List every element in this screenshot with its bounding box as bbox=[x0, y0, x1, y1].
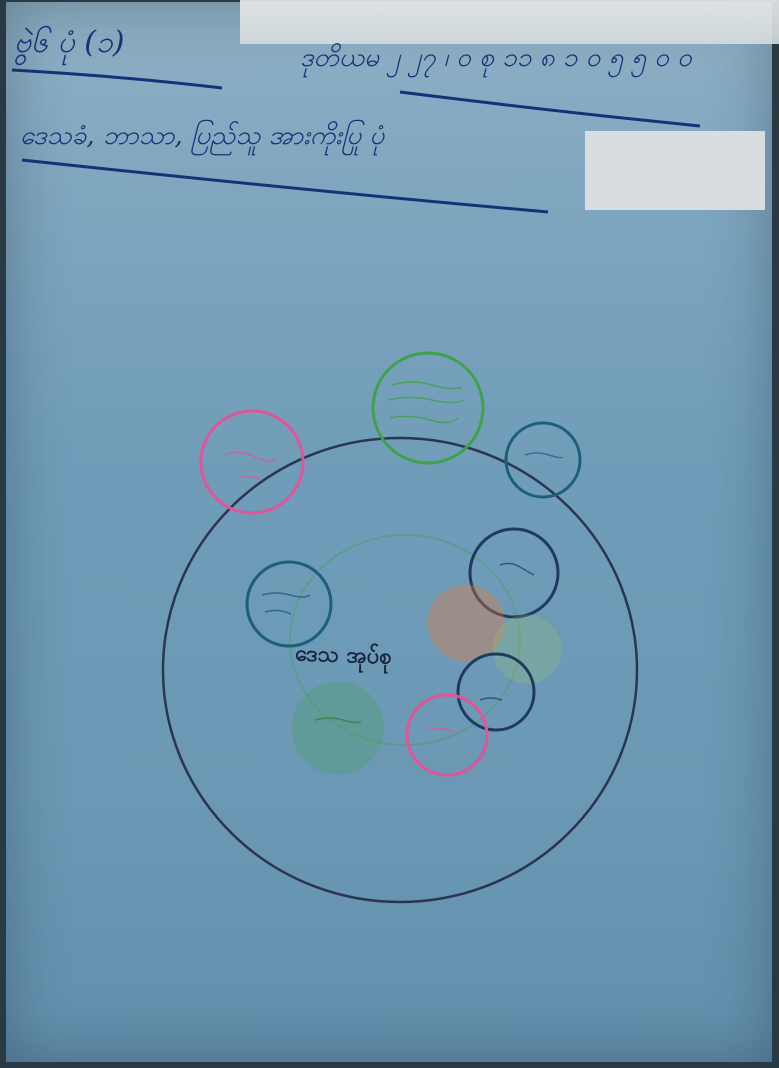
center-label: ဒေသ အုပ်စု bbox=[294, 640, 393, 670]
green-circle-lower-left bbox=[291, 681, 385, 775]
outer-circle bbox=[161, 436, 639, 904]
underline-title bbox=[11, 68, 223, 90]
inner-circle bbox=[289, 534, 521, 746]
handwritten-subtitle: ဒုတိယမ ၂ ၂၇ ၊ ၀ စု ၁၁ ၈ ၁ ၀ ၅ ၅ ၀ ၀ bbox=[300, 43, 692, 73]
handwritten-heading: ဒေသခံ, ဘာသာ, ပြည်သူ အားကိုးပြု ပုံ bbox=[20, 121, 385, 151]
pink-circle-lower bbox=[405, 693, 489, 777]
lime-circle bbox=[492, 614, 562, 684]
tape-strip bbox=[240, 0, 779, 44]
teal-circle-left bbox=[245, 560, 333, 648]
handwritten-title: ဗွဲ၆ ပုံ (၁) bbox=[14, 25, 125, 60]
covered-patch bbox=[585, 131, 765, 210]
navy-circle-lower-right bbox=[456, 652, 536, 732]
navy-circle-right bbox=[468, 527, 560, 619]
underline-heading bbox=[21, 158, 549, 214]
orange-circle bbox=[427, 584, 505, 662]
pink-circle-left bbox=[199, 409, 305, 515]
teal-circle-top-right bbox=[504, 421, 582, 499]
underline-subtitle bbox=[399, 90, 701, 128]
green-circle-top bbox=[371, 351, 485, 465]
